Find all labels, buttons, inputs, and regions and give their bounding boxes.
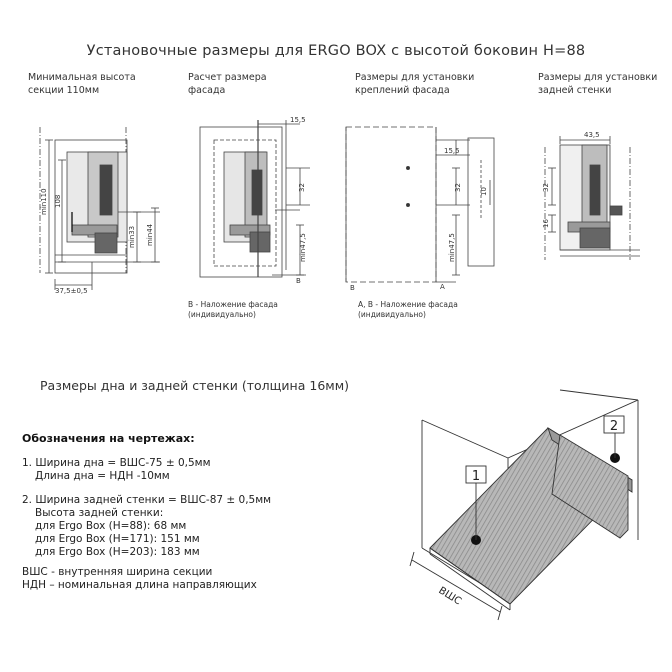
dim-label: 15,5	[290, 116, 306, 124]
panel-3-caption: Размеры для установки креплений фасада	[355, 71, 474, 97]
caption-line: Размеры для установки	[355, 72, 475, 83]
dim-label: 16	[542, 219, 550, 228]
caption-line: фасада	[188, 85, 226, 96]
panel-3-note: A, B - Наложение фасада (индивидуально)	[358, 300, 458, 320]
panel-1-drawing	[39, 127, 160, 290]
note-line: (индивидуально)	[358, 310, 426, 319]
legend-heading: Обозначения на чертежах:	[22, 432, 195, 445]
legend-line: для Ergo Box (H=203): 183 мм	[35, 546, 200, 558]
legend-line: для Ergo Box (H=88): 68 мм	[35, 520, 187, 532]
panel-2-note: B - Наложение фасада (индивидуально)	[188, 300, 278, 320]
legend-line: ВШС - внутренняя ширина секции	[22, 566, 213, 578]
panel-3-drawing	[345, 126, 495, 283]
caption-line: Размеры для установки	[538, 72, 658, 83]
panel-4-caption: Размеры для установки задней стенки	[538, 71, 657, 97]
dim-label: B	[350, 284, 355, 292]
label-2: 2	[610, 419, 618, 434]
dim-label: 32	[298, 183, 306, 192]
caption-line: задней стенки	[538, 85, 612, 96]
dim-label: min44	[146, 223, 154, 246]
dim-label: 108	[54, 195, 62, 208]
label-vshs: ВШС	[436, 585, 463, 607]
legend-line: Длина дна = НДН -10мм	[35, 470, 170, 482]
panel-2-drawing	[199, 120, 310, 278]
dim-label: min110	[40, 188, 48, 215]
drawer-isometric: 1 2 ВШС	[409, 389, 639, 621]
legend-line: для Ergo Box (H=171): 151 мм	[35, 533, 200, 545]
note-line: B - Наложение фасада	[188, 300, 278, 309]
caption-line: Минимальная высота	[28, 72, 136, 83]
dim-label: 15,5	[444, 147, 460, 155]
dim-label: min47,5	[448, 233, 456, 262]
panel-4-drawing	[544, 136, 640, 260]
page-title: Установочные размеры для ERGO BOX с высо…	[86, 43, 586, 59]
note-line: A, B - Наложение фасада	[358, 300, 458, 309]
panel-2-caption: Расчет размера фасада	[188, 71, 267, 97]
dim-label: min33	[128, 226, 136, 248]
dim-label: 37,5±0,5	[55, 287, 88, 295]
dim-label: 32	[542, 183, 550, 192]
caption-line: секции 110мм	[28, 85, 100, 96]
legend-line: 2. Ширина задней стенки = ВШС-87 ± 0,5мм	[22, 494, 272, 506]
section2-title: Размеры дна и задней стенки (толщина 16м…	[40, 378, 350, 393]
caption-line: Расчет размера	[188, 72, 267, 83]
legend-line: НДН – номинальная длина направляющих	[22, 579, 257, 591]
dim-label: B	[296, 277, 301, 285]
dim-label: 32	[454, 183, 462, 192]
installation-drawings: min110 108 min33 min44 37,5±0,5 15,5 32 …	[39, 116, 640, 295]
label-1: 1	[472, 469, 480, 484]
panel-1-caption: Минимальная высота секции 110мм	[28, 71, 136, 97]
caption-line: креплений фасада	[355, 85, 450, 96]
dim-label: A	[440, 283, 445, 291]
dim-label: 43,5	[584, 131, 600, 139]
legend-line: Высота задней стенки:	[35, 507, 164, 519]
note-line: (индивидуально)	[188, 310, 256, 319]
legend-line: 1. Ширина дна = ВШС-75 ± 0,5мм	[22, 457, 211, 469]
dim-label: min47,5	[299, 233, 307, 262]
dim-label: 10	[480, 187, 488, 196]
